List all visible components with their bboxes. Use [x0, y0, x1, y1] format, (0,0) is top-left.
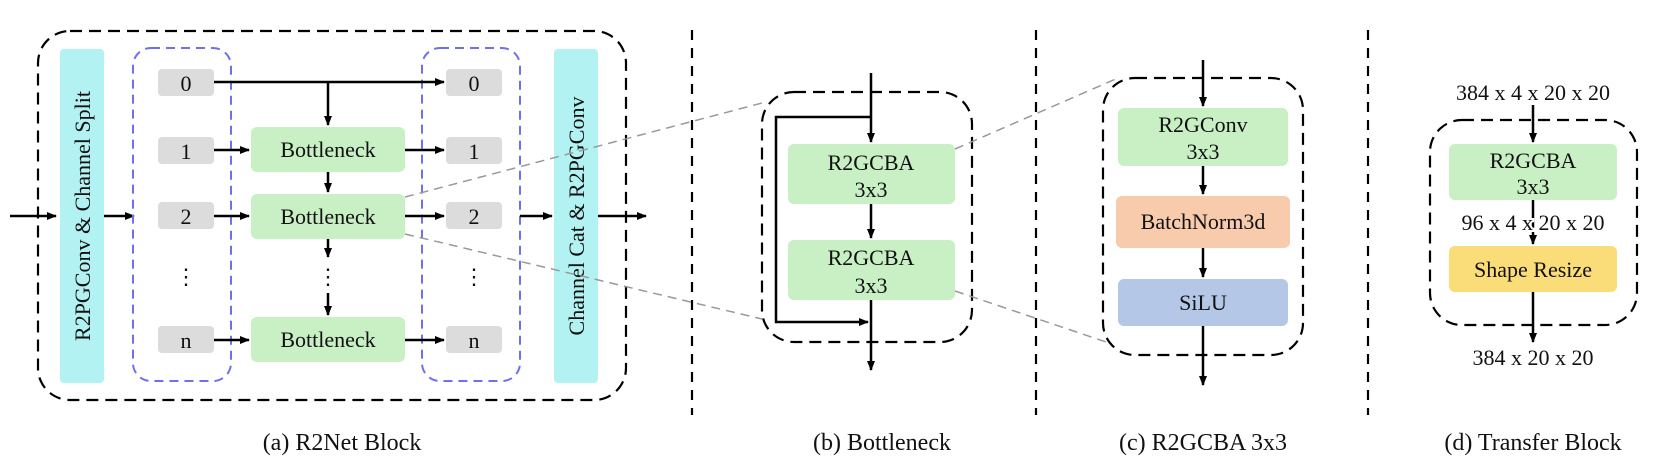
left-index-label: 2	[181, 204, 192, 229]
r2gconv-line1: R2GConv	[1158, 112, 1247, 137]
panel-r2net-block: R2PGConv & Channel Split 0 1 2 ⋮ n 0 1 2…	[10, 29, 647, 456]
left-index-group	[132, 47, 232, 382]
right-index-label: 0	[469, 71, 480, 96]
panel-bottleneck: R2GCBA 3x3 R2GCBA 3x3 (b) Bottleneck	[760, 73, 974, 456]
input-shape: 384 x 4 x 20 x 20	[1456, 80, 1610, 105]
bottleneck-dots: ⋮	[317, 264, 339, 289]
output-shape: 384 x 20 x 20	[1473, 345, 1594, 370]
left-index-box	[158, 69, 214, 96]
shape-resize-box	[1449, 246, 1617, 292]
left-bar-label: R2PGConv & Channel Split	[70, 91, 95, 341]
right-bar-label: Channel Cat & R2PGConv	[564, 97, 589, 336]
r2gcba-1-line1: R2GCBA	[828, 150, 915, 175]
right-bar	[554, 49, 598, 383]
right-index-label: n	[469, 328, 480, 353]
caption-a: (a) R2Net Block	[263, 430, 422, 456]
d-r2gcba-line1: R2GCBA	[1490, 148, 1577, 173]
d-r2gcba-box	[1449, 144, 1617, 200]
right-index-label: 2	[469, 204, 480, 229]
right-index-group	[421, 47, 521, 382]
right-index-dots: ⋮	[463, 264, 485, 289]
bottleneck-box-1	[251, 127, 405, 172]
r2gconv-box	[1118, 108, 1288, 166]
r2gcba-box-2	[788, 240, 955, 300]
caption-d: (d) Transfer Block	[1444, 430, 1621, 456]
mid-shape: 96 x 4 x 20 x 20	[1462, 210, 1605, 235]
batchnorm-box	[1116, 196, 1290, 248]
left-index-label: 1	[181, 139, 192, 164]
right-index-box	[446, 326, 502, 353]
bottleneck-label-2: Bottleneck	[280, 204, 375, 229]
skip-connection	[774, 115, 871, 326]
zoom-line-c-bottom	[954, 290, 1119, 347]
left-index-label: 0	[181, 71, 192, 96]
caption-b: (b) Bottleneck	[813, 430, 951, 456]
silu-box	[1118, 279, 1288, 326]
r2gcba-1-line2: 3x3	[855, 177, 888, 202]
shape-resize-label: Shape Resize	[1474, 257, 1592, 282]
bottleneck-frame	[760, 90, 974, 344]
left-index-box	[158, 137, 214, 164]
zoom-line-bottom	[404, 233, 763, 320]
left-bar	[60, 49, 104, 383]
batchnorm-label: BatchNorm3d	[1141, 209, 1266, 234]
right-index-box	[446, 69, 502, 96]
bottleneck-label-1: Bottleneck	[280, 137, 375, 162]
left-index-box	[158, 326, 214, 353]
left-index-label: n	[181, 328, 192, 353]
right-index-box	[446, 137, 502, 164]
panel-transfer-block: 384 x 4 x 20 x 20 R2GCBA 3x3 96 x 4 x 20…	[1428, 80, 1639, 456]
r2gconv-line2: 3x3	[1187, 139, 1220, 164]
panel-r2gcba: R2GConv 3x3 BatchNorm3d SiLU (c) R2GCBA …	[1101, 60, 1305, 456]
bottleneck-box-n	[251, 317, 405, 362]
left-index-box	[158, 202, 214, 229]
right-index-box	[446, 202, 502, 229]
left-index-dots: ⋮	[175, 264, 197, 289]
bottleneck-label-n: Bottleneck	[280, 327, 375, 352]
r2gcba-box-1	[788, 144, 955, 204]
caption-c: (c) R2GCBA 3x3	[1119, 430, 1287, 456]
d-r2gcba-line2: 3x3	[1517, 174, 1550, 199]
bottleneck-box-2	[251, 194, 405, 239]
right-index-label: 1	[469, 139, 480, 164]
r2gcba-2-line1: R2GCBA	[828, 245, 915, 270]
r2gcba-2-line2: 3x3	[855, 273, 888, 298]
zoom-line-top	[404, 102, 763, 198]
silu-label: SiLU	[1179, 290, 1227, 315]
